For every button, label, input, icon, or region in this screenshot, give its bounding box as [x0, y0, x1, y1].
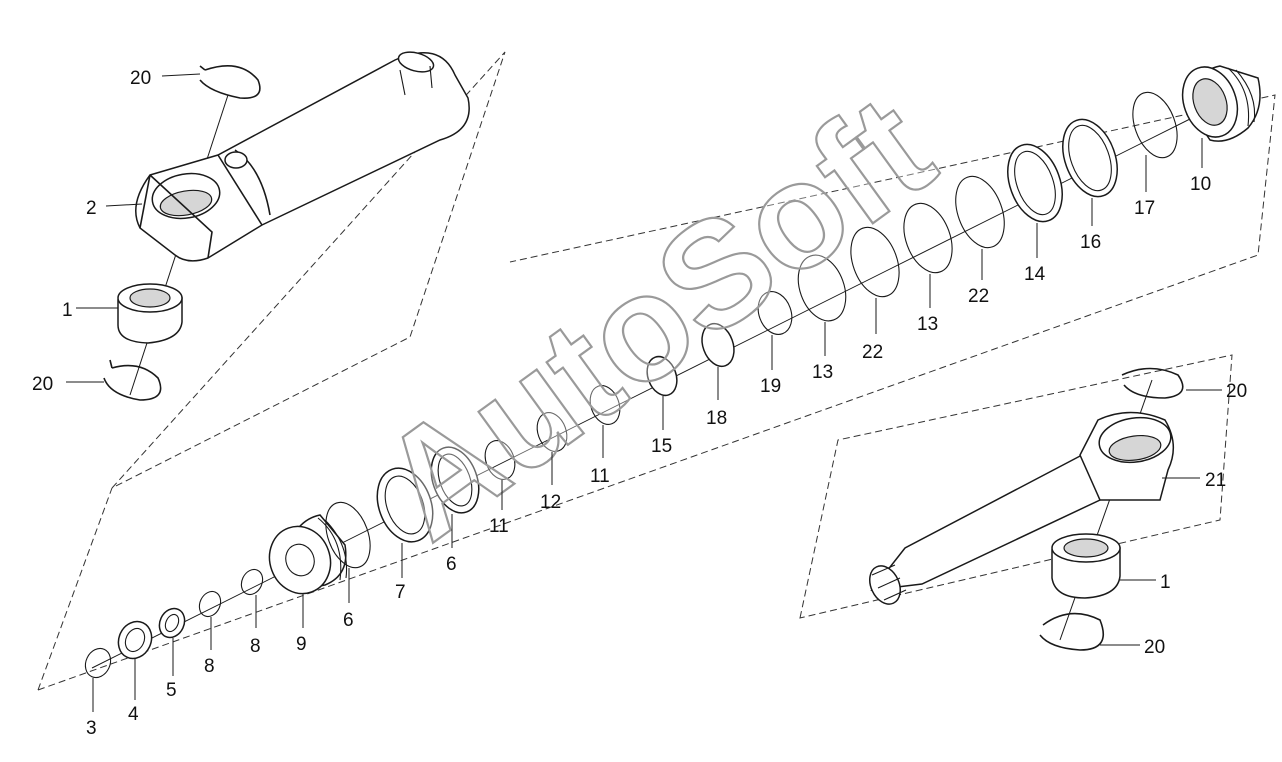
part-8b	[240, 568, 264, 596]
part-22a	[850, 226, 900, 298]
part-15	[646, 355, 678, 397]
part-13a	[797, 254, 847, 322]
callout-9: 9	[296, 634, 307, 655]
part-7	[376, 467, 434, 543]
part-18	[701, 322, 735, 368]
callout-1: 1	[62, 300, 73, 321]
frame-cylinder-barrel	[111, 51, 506, 489]
part-13b	[903, 202, 953, 274]
piston-rod	[869, 411, 1174, 605]
callout-15: 15	[651, 436, 672, 457]
callout-11: 11	[489, 516, 509, 537]
part-4	[117, 620, 153, 660]
callout-labels: 20 2 1 20 3 4 5 8 8 9 6 7 6 11 12 11 15 …	[32, 68, 1247, 739]
callout-21: 21	[1205, 470, 1226, 491]
bushing-lower	[1051, 533, 1121, 599]
callout-4: 4	[128, 704, 139, 725]
callout-20: 20	[130, 68, 151, 89]
callout-20: 20	[1144, 637, 1165, 658]
callout-13: 13	[812, 362, 833, 383]
callout-6: 6	[343, 610, 354, 631]
bushing-upper	[117, 283, 183, 344]
part-6b	[430, 446, 480, 514]
axis-parts	[84, 65, 1261, 679]
callout-18: 18	[706, 408, 727, 429]
callout-19: 19	[760, 376, 781, 397]
part-12	[536, 412, 568, 452]
callout-5: 5	[166, 680, 177, 701]
part-8a	[198, 590, 222, 618]
part-22b	[955, 175, 1005, 249]
callout-2: 2	[86, 198, 97, 219]
part-10-gland	[1181, 65, 1261, 142]
part-3	[84, 647, 112, 679]
part-17	[1132, 91, 1178, 159]
callout-7: 7	[395, 582, 406, 603]
frame-piston-group	[37, 94, 1276, 691]
retaining-rings-right	[1039, 367, 1184, 651]
callout-10: 10	[1190, 174, 1211, 195]
callout-20: 20	[1226, 381, 1247, 402]
callout-8: 8	[250, 636, 261, 657]
callout-20: 20	[32, 374, 53, 395]
callout-22: 22	[968, 286, 989, 307]
part-5	[158, 607, 186, 639]
part-14	[1007, 143, 1063, 223]
callout-22: 22	[862, 342, 883, 363]
callout-6: 6	[446, 554, 457, 575]
callout-14: 14	[1024, 264, 1046, 285]
retaining-rings-left	[103, 64, 261, 401]
callout-3: 3	[86, 718, 97, 739]
callout-1: 1	[1160, 572, 1171, 593]
callout-16: 16	[1080, 232, 1101, 253]
part-11b	[589, 385, 621, 425]
part-16	[1062, 118, 1118, 198]
callout-13: 13	[917, 314, 938, 335]
leader-lines	[66, 73, 1222, 712]
part-9-piston	[268, 514, 348, 595]
part-11a	[484, 440, 516, 480]
part-6a	[325, 501, 371, 569]
cylinder-barrel	[135, 51, 470, 262]
callout-17: 17	[1134, 198, 1155, 219]
callout-12: 12	[540, 492, 561, 513]
callout-11: 11	[590, 466, 610, 487]
part-19	[757, 291, 793, 335]
callout-8: 8	[204, 656, 215, 677]
